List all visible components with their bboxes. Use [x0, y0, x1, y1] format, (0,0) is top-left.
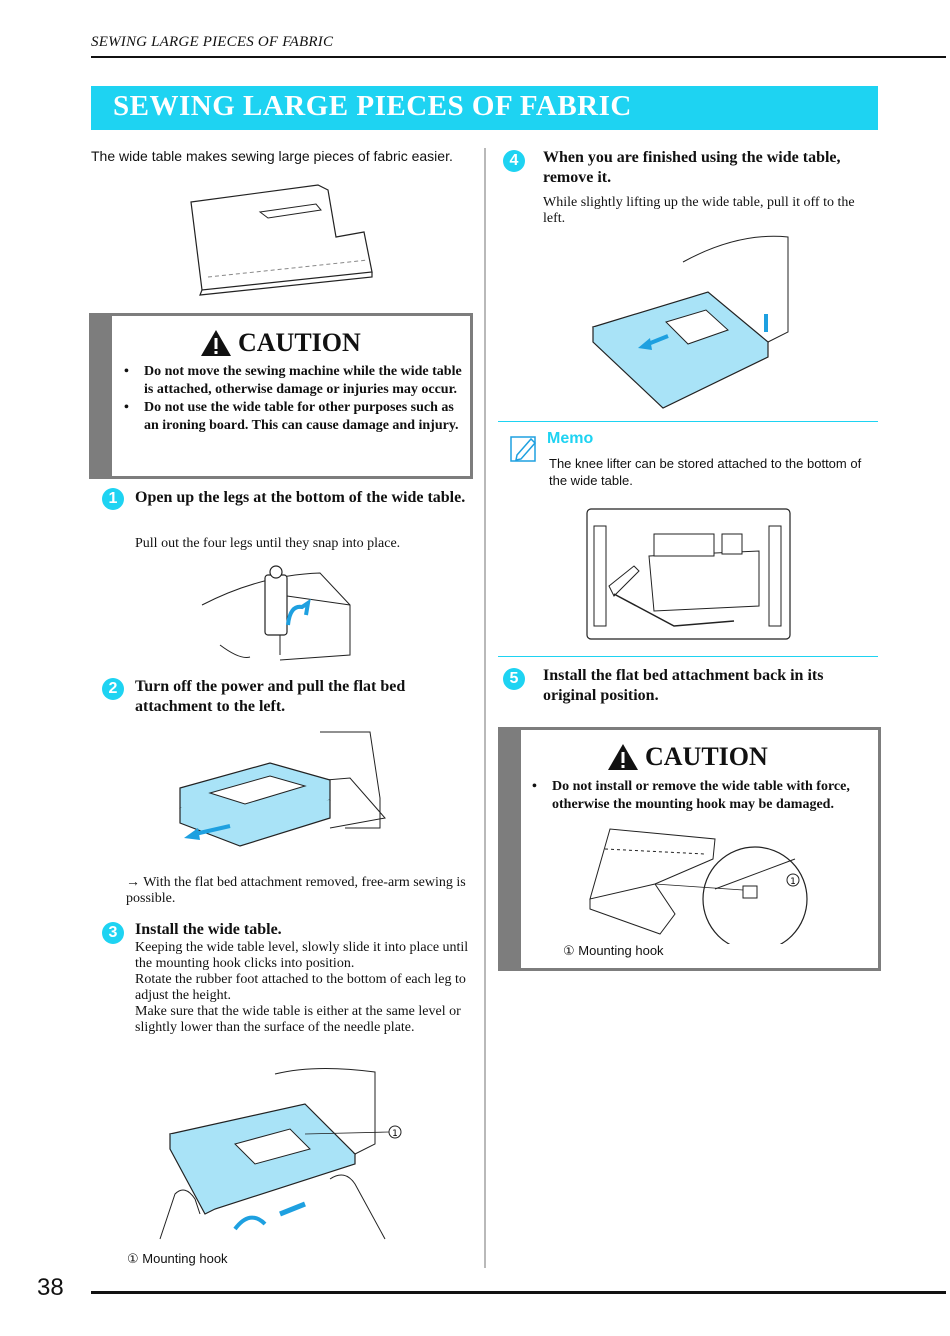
step-number: 4 — [503, 150, 525, 172]
figure-caption: ① Mounting hook — [563, 943, 664, 958]
caution-box-2: CAUTION Do not install or remove the wid… — [498, 727, 881, 971]
legs-figure — [201, 565, 351, 661]
step-number: 5 — [503, 668, 525, 690]
caution-heading: CAUTION — [607, 742, 768, 772]
step-result: → With the flat bed attachment removed, … — [126, 875, 466, 906]
header-rule — [91, 56, 946, 58]
caution-list: Do not move the sewing machine while the… — [120, 363, 465, 435]
flat-bed-figure — [179, 731, 386, 847]
step-body: Pull out the four legs until they snap i… — [135, 536, 401, 551]
warning-icon — [201, 330, 231, 356]
step-body: Keeping the wide table level, slowly sli… — [135, 940, 469, 1035]
step-title: Open up the legs at the bottom of the wi… — [135, 489, 466, 506]
section-title: SEWING LARGE PIECES OF FABRIC — [113, 90, 632, 122]
step-title: Install the flat bed attachment back in … — [543, 667, 824, 704]
warning-icon — [608, 744, 638, 770]
intro-text: The wide table makes sewing large pieces… — [91, 148, 453, 164]
step-title: Install the wide table. — [135, 921, 282, 938]
section-banner: SEWING LARGE PIECES OF FABRIC — [91, 86, 878, 130]
memo-bottom-rule — [498, 656, 878, 657]
caution-item: Do not install or remove the wide table … — [528, 778, 873, 814]
page-number: 38 — [37, 1274, 64, 1301]
running-header: SEWING LARGE PIECES OF FABRIC — [91, 34, 334, 50]
install-table-figure: 1 — [159, 1067, 402, 1240]
footer-rule — [91, 1291, 946, 1294]
step-number: 2 — [102, 678, 124, 700]
step-number: 1 — [102, 488, 124, 510]
memo-text: The knee lifter can be stored attached t… — [549, 456, 862, 488]
caution-side-bar — [92, 316, 112, 476]
caution-heading: CAUTION — [200, 328, 361, 358]
figure-caption: ① Mounting hook — [127, 1251, 228, 1266]
knee-lifter-figure — [586, 508, 791, 640]
remove-table-figure — [591, 235, 789, 409]
wide-table-figure — [190, 184, 373, 296]
step-title: Turn off the power and pull the flat bed… — [135, 678, 406, 715]
caution-item: Do not move the sewing machine while the… — [120, 363, 465, 399]
caution-side-bar — [501, 730, 521, 968]
caution-title: CAUTION — [645, 742, 768, 771]
svg-text:1: 1 — [392, 1129, 398, 1139]
step-title: When you are finished using the wide tab… — [543, 149, 841, 186]
column-divider — [484, 148, 486, 1268]
step-body: While slightly lifting up the wide table… — [543, 195, 855, 226]
caution-item: Do not use the wide table for other purp… — [120, 399, 465, 435]
mounting-hook-figure: 1 — [589, 828, 808, 944]
memo-label: Memo — [547, 430, 594, 447]
caution-title: CAUTION — [238, 328, 361, 357]
caution-box-1: CAUTION Do not move the sewing machine w… — [89, 313, 473, 479]
memo-icon — [510, 436, 537, 462]
memo-top-rule — [498, 421, 878, 422]
step-number: 3 — [102, 922, 124, 944]
svg-text:1: 1 — [790, 877, 796, 887]
caution-list: Do not install or remove the wide table … — [528, 778, 873, 814]
